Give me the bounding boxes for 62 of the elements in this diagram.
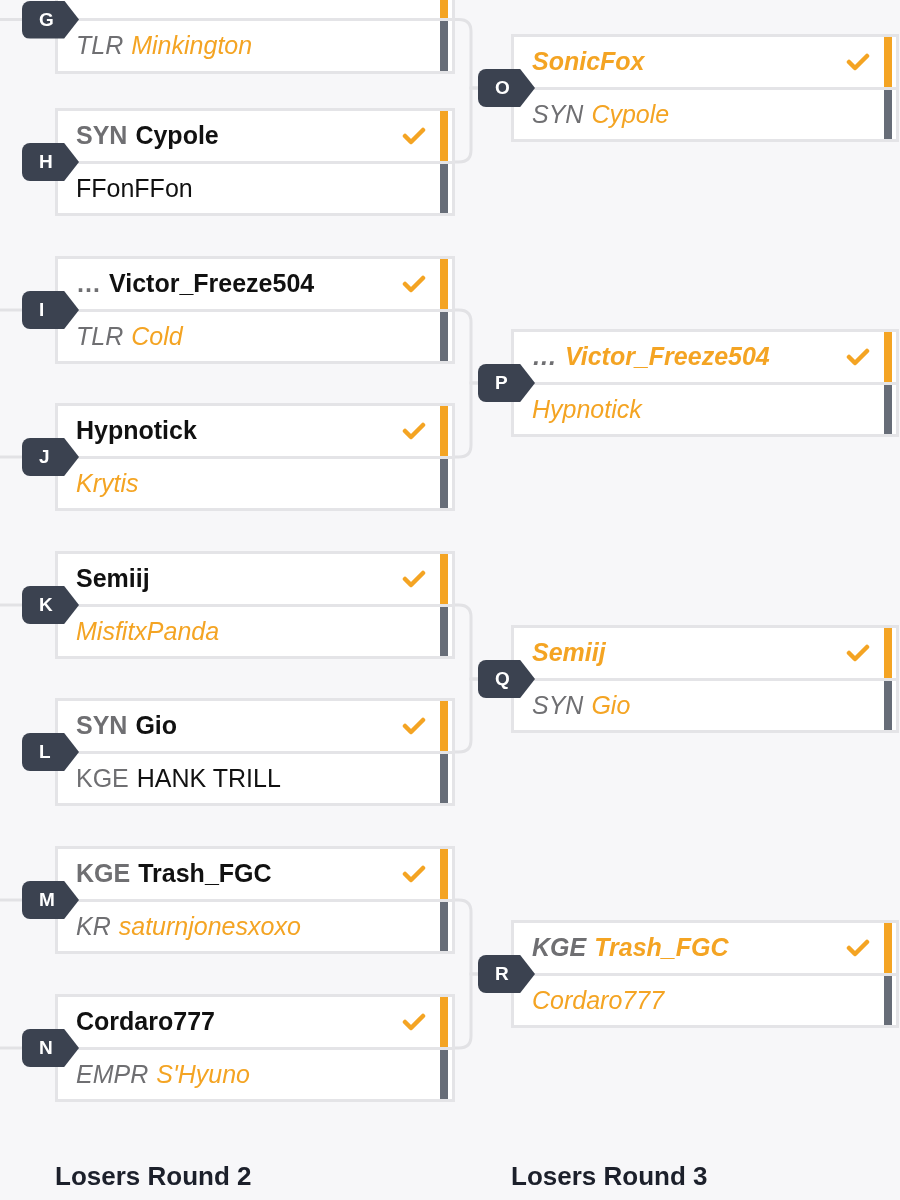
player-name: Cypole <box>135 121 219 151</box>
player-name: saturnjonesxoxo <box>118 911 301 941</box>
player-row <box>514 384 896 434</box>
player-name: Victor_Freeze504 <box>109 269 315 299</box>
player-row <box>514 923 896 973</box>
player-row <box>58 311 452 361</box>
player-row <box>58 701 452 751</box>
player-name: Cordaro777 <box>76 1007 215 1037</box>
player-row <box>58 111 452 161</box>
player-row <box>58 0 452 18</box>
player-row <box>514 37 896 87</box>
player-row <box>58 259 452 309</box>
team-tag: SYN <box>532 99 584 129</box>
player-row <box>58 753 452 803</box>
player-name: Cold <box>131 321 183 351</box>
player-name: Trash_FGC <box>138 859 272 889</box>
player-name: MisfitxPanda <box>76 616 220 646</box>
player-row <box>58 21 452 71</box>
player-name: Krytis <box>76 468 139 498</box>
player-name: HANK TRILL <box>136 763 281 793</box>
player-name: Minkington <box>131 31 253 61</box>
player-row <box>514 89 896 139</box>
player-row <box>58 163 452 213</box>
team-tag: TLR <box>76 321 124 351</box>
player-row <box>514 680 896 730</box>
team-tag: KR <box>76 911 111 941</box>
player-name: Semiij <box>532 638 606 668</box>
player-row <box>514 332 896 382</box>
player-name: Hypnotick <box>76 416 197 446</box>
team-tag: … <box>76 269 101 299</box>
team-tag: KGE <box>76 763 129 793</box>
team-tag: SYN <box>76 711 128 741</box>
player-name: Victor_Freeze504 <box>565 342 770 372</box>
player-name: Trash_FGC <box>594 933 729 963</box>
team-tag: KGE <box>76 859 131 889</box>
player-name: S'Hyuno <box>156 1059 250 1089</box>
round-heading: Losers Round 3 <box>511 1160 708 1192</box>
player-name: Cypole <box>591 99 670 129</box>
player-name: Cordaro777 <box>532 985 665 1015</box>
player-name: FFonFFon <box>76 173 193 203</box>
player-row <box>58 901 452 951</box>
team-tag: TLR <box>76 31 124 61</box>
player-row <box>58 997 452 1047</box>
player-row <box>514 975 896 1025</box>
player-row <box>514 628 896 678</box>
player-row <box>58 406 452 456</box>
player-name: Semiij <box>76 564 150 594</box>
team-tag: … <box>532 342 557 372</box>
player-name: SonicFox <box>532 47 645 77</box>
player-row <box>58 458 452 508</box>
player-row <box>58 849 452 899</box>
round-heading: Losers Round 2 <box>55 1160 252 1192</box>
player-name: Gio <box>135 711 178 741</box>
player-row <box>58 1049 452 1099</box>
player-row <box>58 606 452 656</box>
player-row <box>58 554 452 604</box>
team-tag: SYN <box>532 690 584 720</box>
player-name: Hypnotick <box>532 394 642 424</box>
player-name: Gio <box>591 690 631 720</box>
team-tag: EMPR <box>76 1059 149 1089</box>
team-tag: SYN <box>76 121 128 151</box>
team-tag: KGE <box>532 933 587 963</box>
